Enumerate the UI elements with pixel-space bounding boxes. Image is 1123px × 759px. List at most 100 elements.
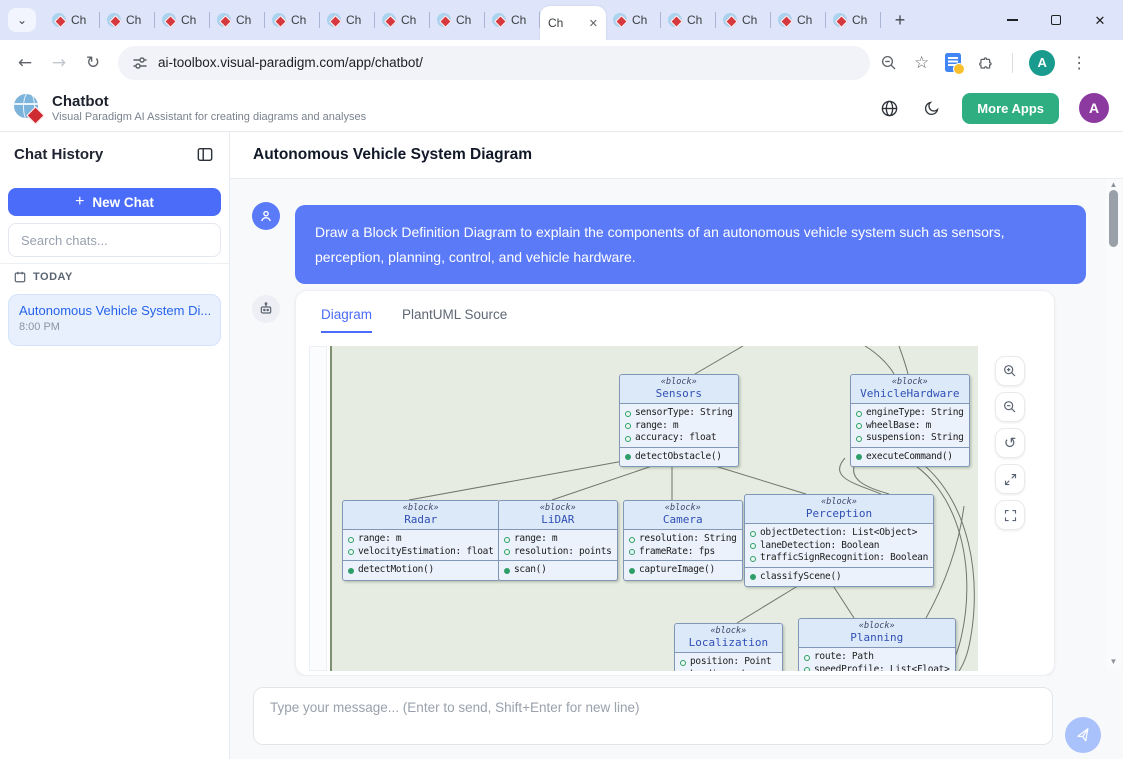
- block-member: speedProfile: List<Float>: [804, 664, 950, 671]
- new-tab-button[interactable]: +: [887, 7, 913, 33]
- block-attributes: range: mvelocityEstimation: float: [343, 529, 499, 561]
- tab-label: Ch: [742, 13, 757, 27]
- language-globe-icon[interactable]: [878, 97, 900, 119]
- window-minimize-button[interactable]: [1005, 13, 1019, 27]
- scroll-up-icon[interactable]: ▲: [1106, 180, 1121, 189]
- tab-separator: [539, 12, 540, 28]
- attribute-icon: [856, 436, 862, 442]
- browser-tab[interactable]: Ch: [826, 0, 881, 40]
- search-chats-input[interactable]: [8, 223, 221, 257]
- today-section-label: TODAY: [33, 271, 73, 283]
- browser-tab[interactable]: Ch: [485, 0, 540, 40]
- browser-tab[interactable]: Ch: [320, 0, 375, 40]
- block-operations: classifyScene(): [745, 567, 933, 587]
- uml-block-vehiclehardware[interactable]: «block»VehicleHardwareengineType: String…: [850, 374, 970, 467]
- user-account-avatar[interactable]: A: [1079, 93, 1109, 123]
- browser-profile-avatar[interactable]: A: [1029, 50, 1055, 76]
- fullscreen-button[interactable]: [995, 500, 1025, 530]
- browser-tab[interactable]: Ch: [771, 0, 826, 40]
- uml-block-perception[interactable]: «block»PerceptionobjectDetection: List<O…: [744, 494, 934, 587]
- diagram-viewport[interactable]: «block»SensorssensorType: Stringrange: m…: [309, 346, 1043, 671]
- browser-tab-active[interactable]: Ch ✕: [540, 6, 606, 40]
- browser-tab[interactable]: Ch: [100, 0, 155, 40]
- message-input[interactable]: [253, 687, 1053, 745]
- browser-tab[interactable]: Ch: [606, 0, 661, 40]
- browser-tab[interactable]: Ch: [265, 0, 320, 40]
- attribute-icon: [625, 411, 631, 417]
- block-member: range: m: [348, 533, 494, 546]
- zoom-in-button[interactable]: [995, 356, 1025, 386]
- block-attributes: position: Pointheading: degrees: [675, 652, 782, 671]
- attribute-icon: [504, 537, 510, 543]
- new-chat-button[interactable]: + New Chat: [8, 188, 221, 216]
- uml-block-localization[interactable]: «block»Localizationposition: Pointheadin…: [674, 623, 783, 671]
- zoom-out-button[interactable]: [995, 392, 1025, 422]
- sidebar: Chat History + New Chat TODAY Autonomous…: [0, 132, 230, 759]
- tab-close-icon[interactable]: ✕: [589, 17, 598, 30]
- block-member: suspension: String: [856, 432, 964, 445]
- tab-favicon-icon: [833, 13, 847, 27]
- dark-mode-moon-icon[interactable]: [920, 97, 942, 119]
- maximize-icon: [1051, 15, 1061, 25]
- reset-view-button[interactable]: ↺: [995, 428, 1025, 458]
- browser-tab[interactable]: Ch: [155, 0, 210, 40]
- uml-block-planning[interactable]: «block»Planningroute: PathspeedProfile: …: [798, 618, 956, 671]
- browser-tab[interactable]: Ch: [716, 0, 771, 40]
- browser-menu-icon[interactable]: ⋮: [1071, 53, 1087, 72]
- chat-history-item[interactable]: Autonomous Vehicle System Di... 8:00 PM: [8, 294, 221, 346]
- bookmark-star-icon[interactable]: ☆: [914, 53, 929, 73]
- scroll-down-icon[interactable]: ▼: [1106, 657, 1121, 666]
- uml-block-sensors[interactable]: «block»SensorssensorType: Stringrange: m…: [619, 374, 739, 467]
- chat-item-title: Autonomous Vehicle System Di...: [19, 303, 210, 318]
- browser-toolbar: ← → ↻ ai-toolbox.visual-paradigm.com/app…: [0, 40, 1123, 85]
- tab-label: Ch: [456, 13, 471, 27]
- uml-block-lidar[interactable]: «block»LiDARrange: mresolution: pointssc…: [498, 500, 618, 581]
- address-bar[interactable]: ai-toolbox.visual-paradigm.com/app/chatb…: [118, 46, 870, 80]
- more-apps-button[interactable]: More Apps: [962, 93, 1059, 124]
- block-name: VehicleHardware: [855, 387, 965, 400]
- browser-tab[interactable]: Ch: [45, 0, 100, 40]
- response-tabs: Diagram PlantUML Source: [321, 307, 507, 333]
- window-close-button[interactable]: ✕: [1093, 13, 1107, 27]
- chat-scrollbar[interactable]: ▲ ▼: [1106, 179, 1121, 669]
- block-member: laneDetection: Boolean: [750, 540, 928, 553]
- block-attributes: range: mresolution: points: [499, 529, 617, 561]
- calendar-icon: [14, 271, 26, 283]
- docs-extension-icon[interactable]: [945, 53, 961, 72]
- tab-search-button[interactable]: ⌄: [8, 8, 36, 32]
- send-button[interactable]: [1065, 717, 1101, 753]
- zoom-page-icon[interactable]: [880, 54, 898, 72]
- browser-tab[interactable]: Ch: [375, 0, 430, 40]
- sidebar-collapse-button[interactable]: [197, 147, 213, 162]
- block-attributes: objectDetection: List<Object>laneDetecti…: [745, 523, 933, 568]
- block-member: executeCommand(): [856, 451, 964, 464]
- browser-tabstrip: ⌄ ChChChChChChChChCh Ch ✕ ChChChChCh + ✕: [0, 0, 1123, 40]
- uml-block-camera[interactable]: «block»Cameraresolution: StringframeRate…: [623, 500, 743, 581]
- tab-separator: [880, 12, 881, 28]
- extensions-puzzle-icon[interactable]: [977, 53, 996, 72]
- block-stereotype: «block»: [749, 497, 929, 507]
- browser-tab[interactable]: Ch: [430, 0, 485, 40]
- tab-favicon-icon: [162, 13, 176, 27]
- block-stereotype: «block»: [855, 377, 965, 387]
- forward-button[interactable]: →: [42, 53, 76, 73]
- page-title: Autonomous Vehicle System Diagram: [253, 146, 532, 164]
- block-member: range: m: [625, 420, 733, 433]
- browser-tab[interactable]: Ch: [210, 0, 265, 40]
- tab-diagram[interactable]: Diagram: [321, 307, 372, 333]
- operation-icon: [504, 568, 510, 574]
- tabs-after: ChChChChCh: [606, 0, 881, 40]
- browser-tab[interactable]: Ch: [661, 0, 716, 40]
- reload-button[interactable]: ↻: [76, 53, 110, 73]
- back-button[interactable]: ←: [8, 53, 42, 73]
- site-settings-icon[interactable]: [132, 55, 148, 71]
- uml-block-radar[interactable]: «block»Radarrange: mvelocityEstimation: …: [342, 500, 500, 581]
- chat-area: Draw a Block Definition Diagram to expla…: [230, 179, 1123, 676]
- tab-label: Ch: [291, 13, 306, 27]
- window-maximize-button[interactable]: [1049, 13, 1063, 27]
- expand-button[interactable]: [995, 464, 1025, 494]
- scrollbar-thumb[interactable]: [1109, 190, 1118, 247]
- block-member: resolution: points: [504, 546, 612, 559]
- tab-plantuml-source[interactable]: PlantUML Source: [402, 307, 507, 333]
- operation-icon: [625, 454, 631, 460]
